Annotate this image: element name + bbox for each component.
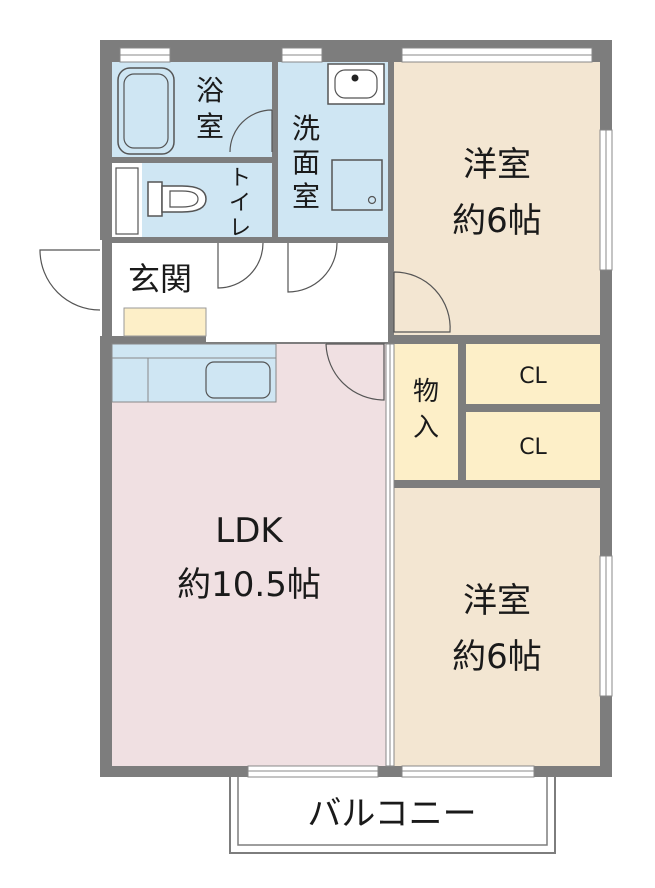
western-room-south-name: 洋室 xyxy=(463,581,531,621)
hallway: 玄関 xyxy=(39,242,388,342)
western-room-south-size: 約6帖 xyxy=(452,637,542,677)
washroom-door-icon xyxy=(287,242,338,293)
balcony-label: バルコニー xyxy=(307,794,476,834)
balcony: バルコニー xyxy=(229,772,556,854)
western-room-north-name: 洋室 xyxy=(463,145,531,185)
western-room-north-door-icon xyxy=(393,271,451,333)
sliding-partition xyxy=(385,343,395,767)
closet-2-label: CL xyxy=(519,435,547,460)
western-room-north-size: 約6帖 xyxy=(452,201,542,241)
storage: 物 入 xyxy=(394,344,458,480)
toilet-door-icon xyxy=(217,242,264,289)
closet-2: CL xyxy=(466,412,600,480)
western-room-south: 洋室 約6帖 xyxy=(394,488,600,766)
bath-label-2: 室 xyxy=(196,110,224,143)
bath-room: 浴 室 xyxy=(112,62,273,157)
ldk-name: LDK xyxy=(215,511,284,551)
bath-door-icon xyxy=(229,109,273,153)
washroom: 洗 面 室 xyxy=(278,62,388,237)
sink-icon xyxy=(327,63,385,105)
toilet-label-3: レ xyxy=(229,216,251,241)
closet-1-label: CL xyxy=(519,364,547,389)
washroom-label-2: 面 xyxy=(292,146,320,179)
western-room-north: 洋室 約6帖 xyxy=(393,62,600,335)
toilet-label-2: イ xyxy=(229,191,251,216)
bathtub-icon xyxy=(117,67,175,155)
ldk-room: LDK 約10.5帖 xyxy=(111,343,386,766)
toilet-icon xyxy=(147,181,207,217)
storage-label-2: 入 xyxy=(413,413,439,443)
entrance-door-icon xyxy=(39,249,101,311)
storage-label-1: 物 xyxy=(413,377,439,407)
kitchen-counter xyxy=(111,343,277,403)
ldk-door-icon xyxy=(325,343,385,401)
kitchen-sink-icon xyxy=(205,361,271,399)
washing-machine-icon xyxy=(331,159,383,211)
toilet-label-1: ト xyxy=(229,166,251,191)
closet-1: CL xyxy=(466,344,600,404)
washroom-label-1: 洗 xyxy=(292,112,320,145)
windows xyxy=(119,47,613,778)
shoe-cabinet xyxy=(123,307,207,337)
toilet-room: ト イ レ xyxy=(112,163,272,241)
entrance-label: 玄関 xyxy=(128,260,192,298)
ldk-size: 約10.5帖 xyxy=(177,565,321,605)
washroom-label-3: 室 xyxy=(292,180,320,213)
bath-label-1: 浴 xyxy=(196,74,224,107)
